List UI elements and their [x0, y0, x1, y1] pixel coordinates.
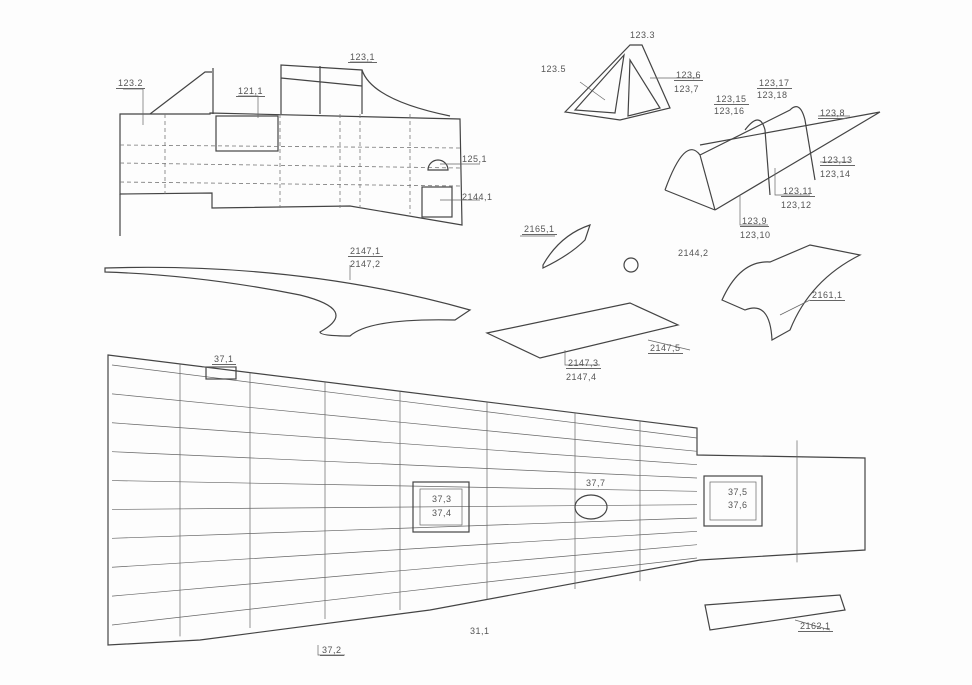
label-123-9: 123,9 — [740, 216, 770, 227]
label-123-6: 123,6 — [674, 70, 704, 81]
label-123-12: 123,12 — [781, 200, 812, 210]
label-123-10: 123,10 — [740, 230, 771, 240]
wing-fillet — [104, 266, 472, 337]
label-2147-3: 2147,3 — [566, 358, 601, 369]
label-37-5: 37,5 — [728, 487, 748, 497]
label-37-4: 37,4 — [432, 508, 452, 518]
part-2144-2 — [623, 257, 639, 273]
label-125-1: 125,1 — [462, 154, 488, 164]
part-2161-1 — [721, 244, 862, 341]
label-2147-4: 2147,4 — [566, 372, 597, 382]
label-2147-1: 2147,1 — [348, 246, 383, 257]
label-2147-5: 2147,5 — [648, 343, 683, 354]
part-2165-1 — [542, 224, 591, 269]
label-2165-1: 2165,1 — [522, 224, 557, 235]
label-121-1: 121,1 — [236, 86, 266, 97]
label-123-2: 123.2 — [116, 78, 146, 89]
label-123-15: 123,15 — [714, 94, 749, 105]
stringer — [111, 517, 698, 539]
stringer — [111, 530, 698, 568]
label-123-16: 123,16 — [714, 106, 745, 116]
label-37-6: 37,6 — [728, 500, 748, 510]
label-2144-1: 2144,1 — [462, 192, 493, 202]
label-2161-1: 2161,1 — [810, 290, 845, 301]
part-2147-5-floor — [485, 302, 680, 359]
label-123-1: 123,1 — [348, 52, 378, 63]
stringer — [111, 422, 698, 466]
stringer — [111, 480, 698, 492]
canopy — [664, 106, 881, 211]
label-2162-1: 2162,1 — [798, 621, 833, 632]
label-2144-2: 2144,2 — [678, 248, 709, 258]
label-123-18: 123,18 — [757, 90, 788, 100]
label-37-3: 37,3 — [432, 494, 452, 504]
stringer — [111, 451, 698, 479]
stringer — [111, 544, 698, 597]
windscreen — [563, 44, 671, 121]
label-37-2: 37,2 — [320, 645, 344, 656]
label-123-3: 123.3 — [630, 30, 656, 40]
fuselage-frame — [107, 354, 866, 646]
label-123-13: 123,13 — [820, 155, 855, 166]
label-123-11: 123,11 — [781, 186, 815, 197]
label-123-17: 123,17 — [757, 78, 792, 89]
label-37-1: 37,1 — [212, 354, 236, 365]
stringer — [111, 557, 698, 626]
label-123-8: 123,8 — [818, 108, 848, 119]
fuselage-side-panel — [119, 64, 463, 236]
label-37-7: 37,7 — [586, 478, 606, 488]
stringer — [111, 393, 698, 452]
label-123-14: 123,14 — [820, 169, 851, 179]
label-123-7: 123,7 — [674, 84, 700, 94]
label-123-5: 123.5 — [541, 64, 567, 74]
label-2147-2: 2147,2 — [350, 259, 381, 269]
label-31-1: 31,1 — [470, 626, 490, 636]
stringer — [111, 364, 698, 439]
stringer — [111, 504, 698, 510]
part-2162-1 — [704, 594, 846, 631]
